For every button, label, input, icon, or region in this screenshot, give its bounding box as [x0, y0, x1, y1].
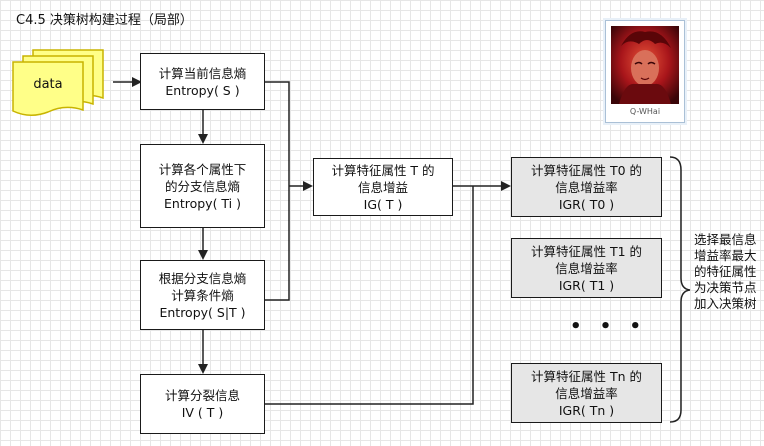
box-line: 计算条件熵 — [171, 287, 234, 303]
box-line: 的分支信息熵 — [164, 178, 240, 194]
box-line: IG( T ) — [363, 196, 403, 212]
box-igr-t1: 计算特征属性 T1 的 信息增益率 IGR( T1 ) — [511, 238, 662, 298]
diagram-title: C4.5 决策树构建过程（局部） — [16, 13, 193, 28]
connector-iv-to-igr — [265, 186, 474, 405]
box-line: 计算特征属性 Tn 的 — [530, 368, 642, 384]
box-igr-t0: 计算特征属性 T0 的 信息增益率 IGR( T0 ) — [511, 157, 662, 217]
data-label: data — [33, 76, 63, 92]
side-note: 选择最信息增益率最大的特征属性为决策节点加入决策树 — [694, 232, 757, 311]
box-line: 信息增益 — [357, 179, 408, 195]
box-line: IV ( T ) — [181, 405, 224, 420]
box-line: 计算特征属性 T0 的 — [530, 162, 643, 178]
box-line: IGR( T0 ) — [558, 196, 615, 212]
box-entropy-ti: 计算各个属性下 的分支信息熵 Entropy( Ti ) — [140, 144, 265, 228]
box-line: Entropy( Ti ) — [164, 195, 241, 211]
box-line: 根据分支信息熵 — [158, 270, 247, 286]
box-line: 计算各个属性下 — [158, 161, 247, 177]
curly-brace — [669, 156, 691, 423]
box-igr-tn: 计算特征属性 Tn 的 信息增益率 IGR( Tn ) — [511, 363, 662, 423]
box-line: 信息增益率 — [555, 385, 618, 401]
box-line: IGR( T1 ) — [558, 277, 615, 293]
box-line: 信息增益率 — [555, 260, 618, 276]
box-line: Entropy( S ) — [165, 82, 240, 98]
box-line: 信息增益率 — [555, 179, 618, 195]
ellipsis: • • • — [570, 316, 648, 337]
data-document-shape — [12, 49, 104, 116]
box-line: Entropy( S|T ) — [159, 304, 246, 320]
box-line: 计算特征属性 T 的 — [331, 162, 435, 178]
box-line: 计算当前信息熵 — [158, 65, 247, 81]
box-iv: 计算分裂信息 IV ( T ) — [140, 374, 265, 434]
avatar-image — [611, 26, 679, 104]
box-line: 计算特征属性 T1 的 — [530, 243, 643, 259]
box-ig: 计算特征属性 T 的 信息增益 IG( T ) — [313, 158, 453, 216]
avatar-caption: Q-WHai — [629, 107, 661, 116]
box-entropy-st: 根据分支信息熵 计算条件熵 Entropy( S|T ) — [140, 260, 265, 330]
box-line: IGR( Tn ) — [558, 402, 615, 418]
connector-entropy-s-to-ig — [265, 81, 290, 301]
box-line: 计算分裂信息 — [164, 388, 240, 403]
author-avatar: Q-WHai — [605, 20, 685, 123]
box-entropy-s: 计算当前信息熵 Entropy( S ) — [140, 53, 265, 110]
